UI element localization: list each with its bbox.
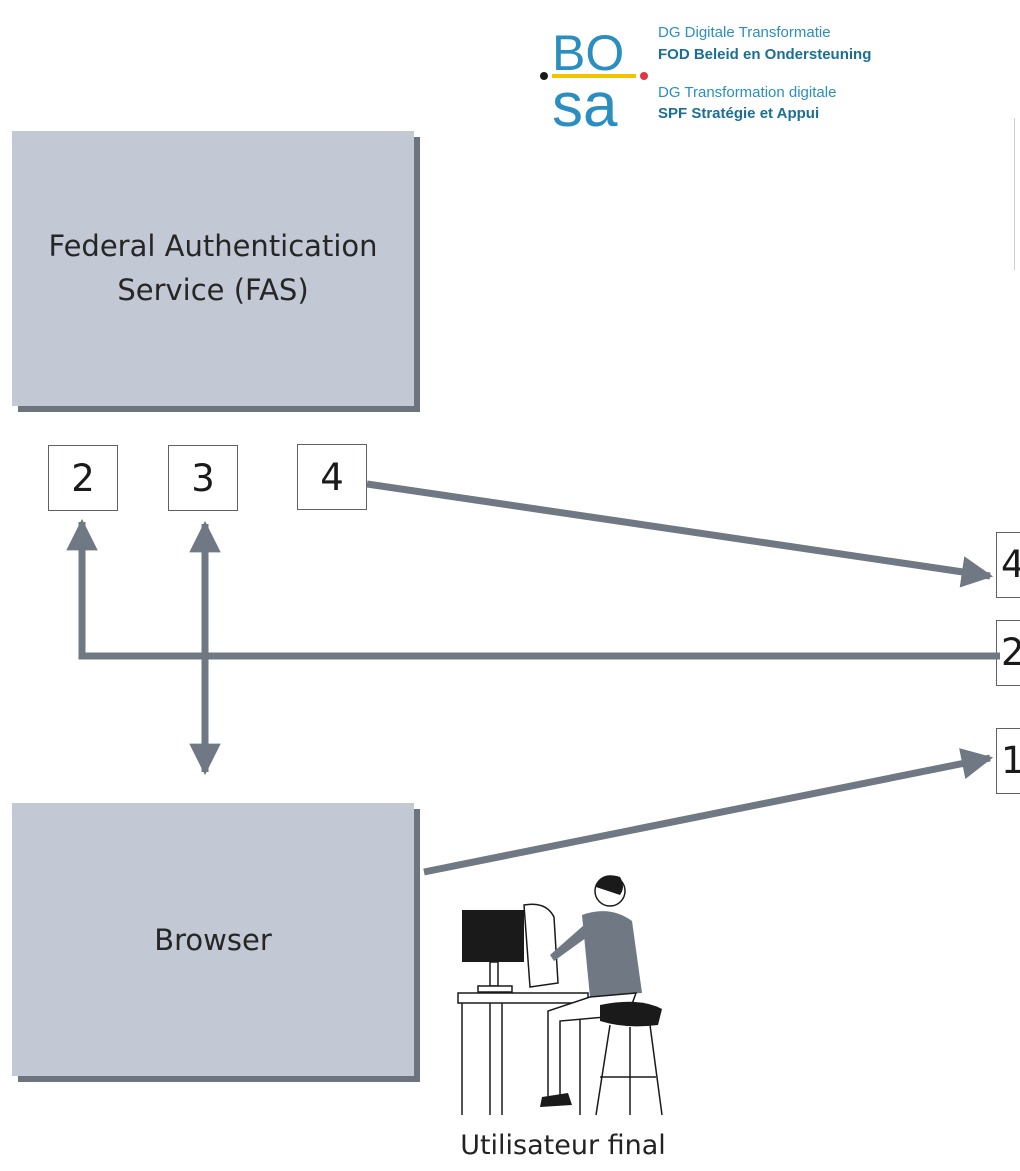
logo-dot-right xyxy=(640,72,648,80)
end-user-label: Utilisateur final xyxy=(460,1130,666,1161)
logo-mark-bottom: sa xyxy=(552,71,618,134)
step-4-box: 4 xyxy=(297,444,367,510)
arrow-browser-out xyxy=(423,748,994,876)
right-step-box-bottom: 1 xyxy=(996,728,1020,794)
logo-line-4: SPF Stratégie et Appui xyxy=(658,105,820,122)
logo-line-3: DG Transformation digitale xyxy=(658,84,837,101)
browser-label: Browser xyxy=(154,922,272,957)
step-3-box: 3 xyxy=(168,445,238,511)
person-icon xyxy=(523,875,663,1116)
logo-dot-left xyxy=(540,72,548,80)
bosa-logo: BO sa DG Digitale Transformatie FOD Bele… xyxy=(536,22,976,134)
logo-mark-top: BO xyxy=(552,25,624,81)
logo-line-2: FOD Beleid en Ondersteuning xyxy=(658,46,872,63)
fas-node: Federal Authentication Service (FAS) xyxy=(12,131,414,406)
logo-text: DG Digitale Transformatie FOD Beleid en … xyxy=(658,22,976,134)
bosa-logo-mark: BO sa xyxy=(540,25,648,134)
right-step-box-top: 4 xyxy=(996,532,1020,598)
fas-label-line-2: Service (FAS) xyxy=(117,272,309,307)
fas-label-line-1: Federal Authentication xyxy=(48,229,378,263)
fas-label: Federal Authentication Service (FAS) xyxy=(48,225,377,312)
monitor-icon xyxy=(462,910,524,993)
arrow-step-2-return xyxy=(66,518,1000,660)
browser-node: Browser xyxy=(12,803,414,1076)
step-2-box: 2 xyxy=(48,445,118,511)
cropped-edge-element xyxy=(1014,118,1020,270)
logo-line-1: DG Digitale Transformatie xyxy=(658,24,831,41)
logo-divider xyxy=(552,74,636,78)
end-user-illustration xyxy=(457,875,663,1116)
arrow-step-4-out xyxy=(366,480,994,588)
right-step-box-middle: 2 xyxy=(996,620,1020,686)
